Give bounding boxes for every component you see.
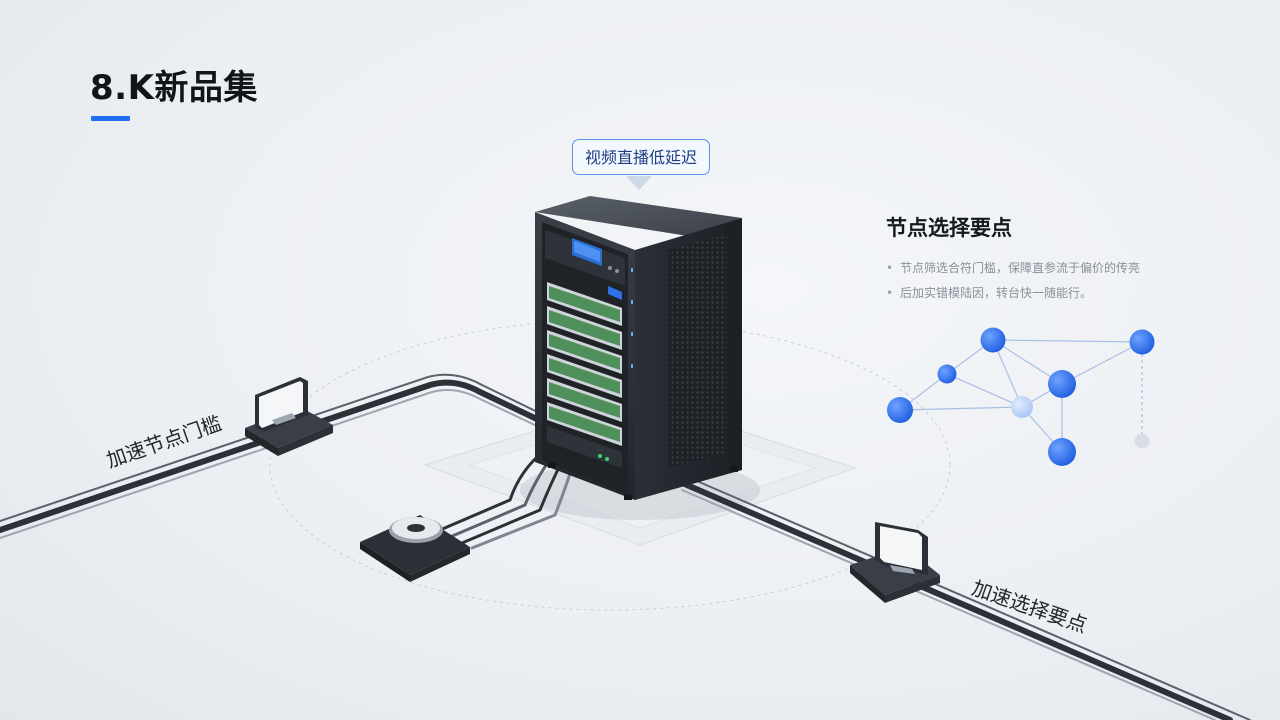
info-panel-list: •节点筛选合符门槛，保障直参流于偏价的传亮 •后加实错模陆因，转台快一随能行。 <box>886 258 1140 308</box>
server-rack-icon <box>535 196 742 500</box>
page-title: 8.K新品集 <box>90 68 258 108</box>
graph-node <box>1134 433 1150 449</box>
graph-node <box>1048 370 1076 398</box>
graph-node <box>980 327 1006 353</box>
callout-pointer <box>626 176 652 190</box>
graph-node <box>887 397 913 423</box>
list-item: •后加实错模陆因，转台快一随能行。 <box>886 286 1093 300</box>
bullet-text: 节点筛选合符门槛，保障直参流于偏价的传亮 <box>900 261 1141 275</box>
network-switch-icon <box>245 377 333 456</box>
network-switch-icon <box>850 522 940 603</box>
info-panel-title: 节点选择要点 <box>886 216 1012 240</box>
graph-node <box>937 364 957 384</box>
server-units <box>547 282 622 468</box>
graph-node <box>1048 438 1076 466</box>
cable-right <box>677 477 1251 720</box>
bullet-text: 后加实错模陆因，转台快一随能行。 <box>900 286 1093 300</box>
list-item: •节点筛选合符门槛，保障直参流于偏价的传亮 <box>886 261 1141 275</box>
callout-label: 视频直播低延迟 <box>572 139 710 175</box>
disk-module-icon <box>360 515 470 582</box>
network-graph <box>887 327 1155 466</box>
title-accent-bar <box>91 116 130 121</box>
graph-node <box>1011 396 1033 418</box>
graph-node <box>1129 329 1155 355</box>
cable-left <box>0 373 563 539</box>
